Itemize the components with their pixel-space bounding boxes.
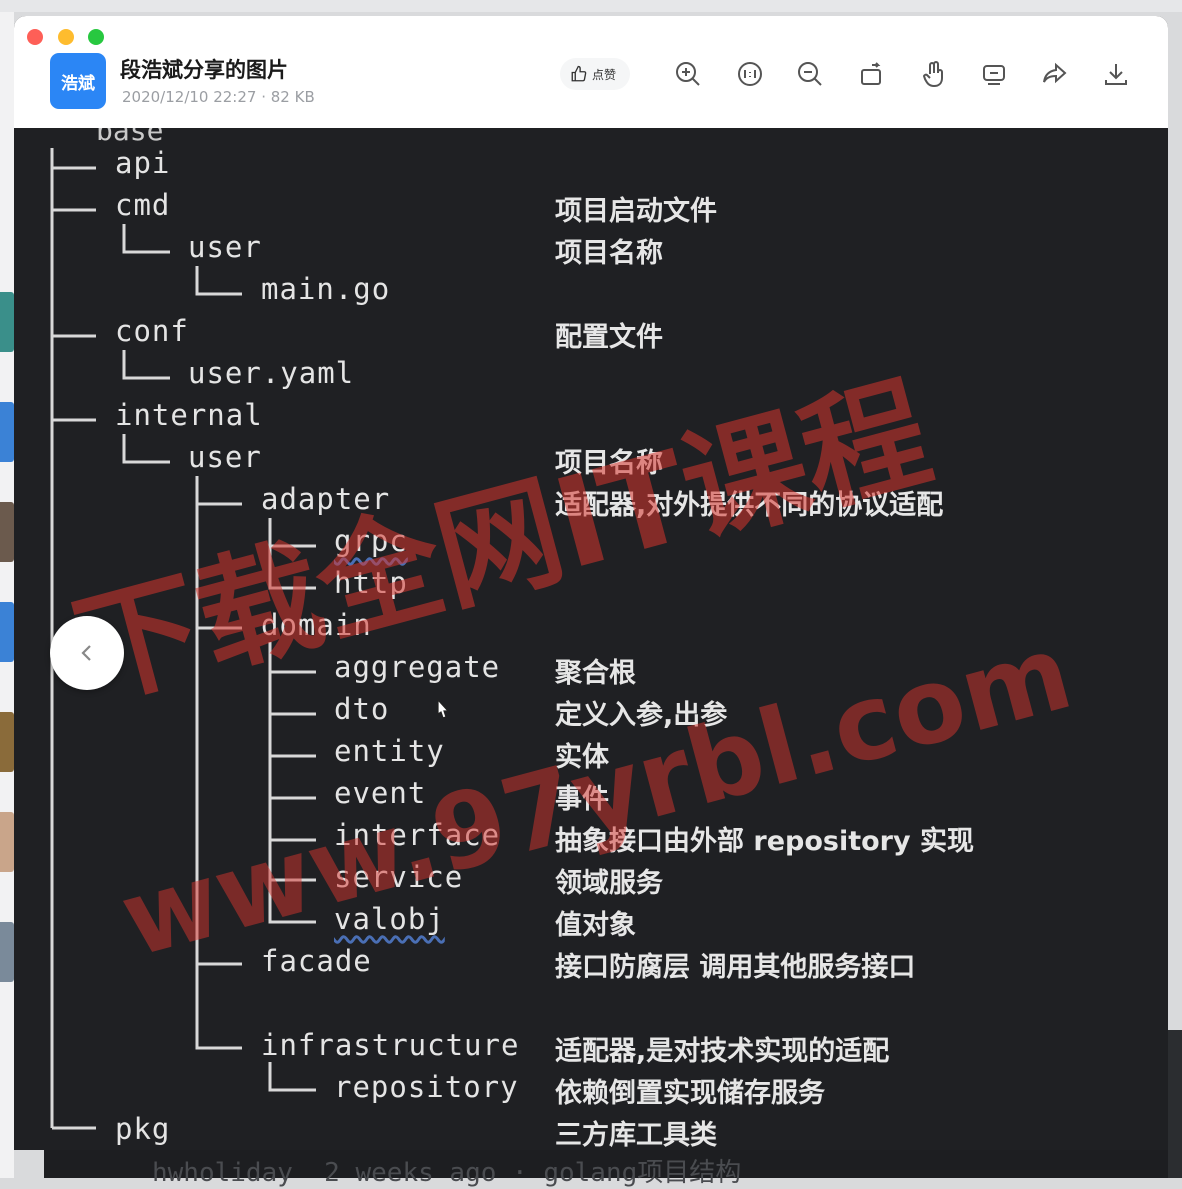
tree-row: internal: [115, 398, 263, 432]
screen-button[interactable]: [978, 58, 1010, 90]
background-commit-line: hwholiday 2 weeks ago · golang项目结构: [44, 1150, 1168, 1188]
tree-row: user.yaml: [188, 356, 355, 390]
mouse-cursor-icon: [437, 698, 450, 719]
desktop-right-strip: [1166, 1030, 1182, 1178]
avatar: 浩斌: [50, 53, 106, 109]
desktop-left-strip: [0, 12, 14, 1178]
download-button[interactable]: [1100, 58, 1132, 90]
zoom-out-button[interactable]: [794, 58, 826, 90]
rotate-button[interactable]: [856, 58, 888, 90]
close-window-button[interactable]: [27, 29, 43, 45]
background-footer-text: hwholiday 2 weeks ago · golang项目结构: [152, 1158, 742, 1188]
original-size-button[interactable]: [734, 58, 766, 90]
download-icon: [1105, 64, 1127, 85]
viewer-titlebar: 浩斌 段浩斌分享的图片 2020/12/10 22:27 · 82 KB 点赞: [14, 16, 1168, 128]
zoom-in-icon: [676, 62, 700, 86]
previous-image-button[interactable]: [50, 616, 124, 690]
tree-row: http: [334, 566, 408, 600]
tree-row: domain: [261, 608, 372, 642]
maximize-window-button[interactable]: [88, 29, 104, 45]
forward-icon: [1043, 62, 1067, 84]
clipped-root-line: base: [96, 128, 164, 147]
zoom-out-icon: [798, 62, 822, 86]
desktop-background: [0, 0, 1182, 12]
image-title: 段浩斌分享的图片: [120, 58, 288, 82]
thumbs-up-icon: [571, 65, 587, 82]
image-meta: 2020/12/10 22:27 · 82 KB: [122, 88, 315, 106]
tree-row: api: [115, 146, 171, 180]
screen-icon: [983, 65, 1005, 85]
tree-row: main.go: [261, 272, 391, 306]
hand-button[interactable]: [918, 58, 950, 90]
minimize-window-button[interactable]: [58, 29, 74, 45]
image-canvas[interactable]: base: [14, 128, 1168, 1150]
like-button[interactable]: 点赞: [560, 58, 631, 90]
image-viewer-window: 浩斌 段浩斌分享的图片 2020/12/10 22:27 · 82 KB 点赞: [14, 16, 1168, 1150]
like-label: 点赞: [592, 67, 617, 82]
rotate-icon: [861, 62, 881, 85]
hand-icon: [922, 61, 943, 88]
chevron-left-icon: [81, 645, 91, 661]
forward-button[interactable]: [1038, 58, 1070, 90]
zoom-in-button[interactable]: [672, 58, 704, 90]
terminal-screenshot: base: [14, 128, 1168, 1150]
original-size-icon: [738, 62, 762, 86]
tree-row: grpc: [334, 524, 408, 558]
